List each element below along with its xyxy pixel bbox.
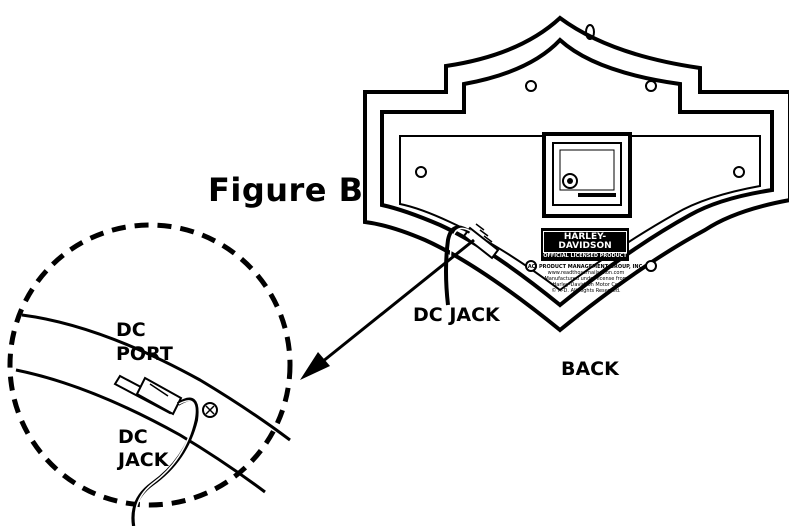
fine-print: ACI PRODUCT MANAGEMENT GROUP, INC. www.r… bbox=[527, 264, 645, 294]
zoom-shield-edges bbox=[15, 313, 291, 494]
zoom-dc-plug bbox=[113, 374, 183, 416]
dc-jack-label: DC JACK bbox=[413, 304, 500, 326]
zoom-circle bbox=[7, 222, 293, 508]
screw-hole bbox=[415, 166, 427, 178]
back-label: BACK bbox=[561, 358, 619, 380]
brand-name: HARLEY-DAVIDSON bbox=[543, 231, 627, 253]
zoom-cable bbox=[131, 397, 199, 526]
dc-jack-zoom-label-line1: DC bbox=[118, 426, 148, 448]
zoom-screw bbox=[202, 402, 218, 418]
fine-print-line: © H-D. All Rights Reserved. bbox=[551, 288, 621, 294]
fine-print-line: ACI PRODUCT MANAGEMENT GROUP, INC. bbox=[527, 264, 645, 270]
screw-hole bbox=[733, 166, 745, 178]
screw-hole bbox=[645, 260, 657, 272]
callout-arrow bbox=[300, 238, 475, 380]
screw-holes bbox=[415, 80, 745, 272]
fine-print-line: www.readthosemailsation.com bbox=[547, 270, 625, 276]
screw-hole bbox=[525, 80, 537, 92]
figure-title: Figure B bbox=[208, 171, 364, 209]
dc-port-label-line2: PORT bbox=[116, 343, 173, 365]
brand-tagline: OFFICIAL LICENSED PRODUCT bbox=[543, 253, 627, 259]
brand-logo: HARLEY-DAVIDSON OFFICIAL LICENSED PRODUC… bbox=[541, 228, 629, 261]
hanging-hole bbox=[585, 24, 595, 40]
screw-hole bbox=[645, 80, 657, 92]
dc-cable bbox=[444, 225, 472, 306]
fine-print-line: Manufactured under license from bbox=[544, 276, 628, 282]
screw-hole bbox=[525, 260, 537, 272]
clock-movement bbox=[542, 132, 632, 218]
shield-inner bbox=[380, 37, 774, 308]
dc-jack-plug bbox=[462, 223, 500, 260]
fine-print-line: Harley-Davidson Motor Co. bbox=[552, 282, 620, 288]
dc-jack-zoom-label-line2: JACK bbox=[118, 449, 169, 471]
dc-port-label-line1: DC bbox=[116, 319, 146, 341]
